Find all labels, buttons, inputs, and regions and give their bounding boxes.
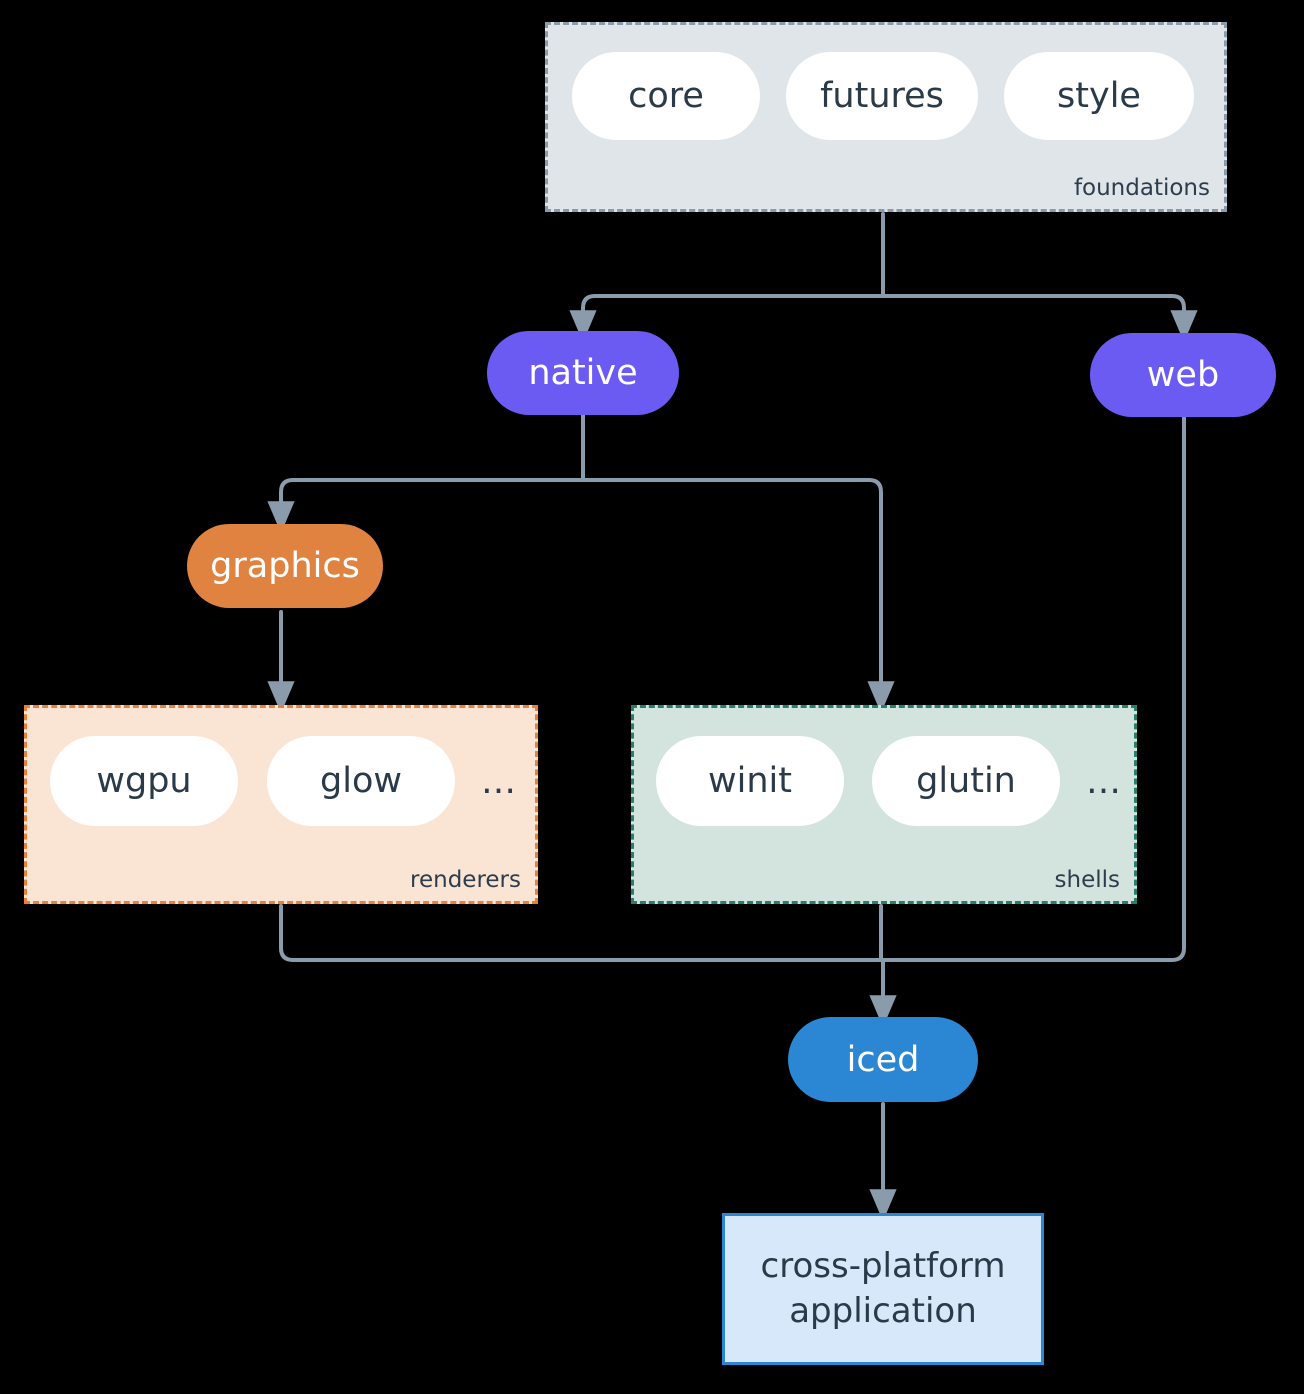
node-graphics[interactable]: graphics bbox=[187, 524, 383, 608]
node-cross-platform-application[interactable]: cross-platform application bbox=[722, 1213, 1044, 1365]
edge-web-to-iced bbox=[881, 416, 1186, 962]
renderers-overflow-ellipsis: … bbox=[481, 762, 517, 802]
pill-wgpu[interactable]: wgpu bbox=[50, 736, 238, 826]
edge-foundations-to-native bbox=[569, 294, 885, 343]
edge-foundations-to-web bbox=[881, 294, 1198, 343]
pill-style[interactable]: style bbox=[1004, 52, 1194, 140]
node-web-label: web bbox=[1146, 355, 1220, 395]
edge-native-to-graphics bbox=[267, 478, 585, 534]
cluster-foundations-label: foundations bbox=[1073, 175, 1210, 201]
pill-core[interactable]: core bbox=[572, 52, 760, 140]
pill-futures-label: futures bbox=[820, 76, 944, 116]
pill-glow-label: glow bbox=[320, 761, 402, 801]
application-line-1: cross-platform bbox=[760, 1245, 1006, 1286]
application-line-2: application bbox=[789, 1291, 977, 1331]
shells-overflow-ellipsis: … bbox=[1086, 762, 1122, 802]
pill-style-label: style bbox=[1057, 76, 1141, 116]
node-graphics-label: graphics bbox=[210, 546, 360, 586]
node-native-label: native bbox=[528, 353, 638, 393]
edge-native-to-shells bbox=[581, 478, 895, 714]
node-web[interactable]: web bbox=[1090, 333, 1276, 417]
pill-glutin[interactable]: glutin bbox=[872, 736, 1060, 826]
pill-winit-label: winit bbox=[708, 761, 792, 801]
pill-glutin-label: glutin bbox=[916, 761, 1016, 801]
cluster-shells-label: shells bbox=[1054, 867, 1120, 893]
cluster-renderers-label: renderers bbox=[410, 867, 521, 893]
node-iced-label: iced bbox=[846, 1039, 920, 1080]
pill-wgpu-label: wgpu bbox=[96, 761, 192, 801]
pill-core-label: core bbox=[628, 76, 704, 116]
pill-winit[interactable]: winit bbox=[656, 736, 844, 826]
node-iced[interactable]: iced bbox=[788, 1017, 978, 1102]
pill-futures[interactable]: futures bbox=[786, 52, 978, 140]
pill-glow[interactable]: glow bbox=[267, 736, 455, 826]
node-native[interactable]: native bbox=[487, 331, 679, 415]
edge-renderers-to-iced bbox=[279, 904, 885, 962]
